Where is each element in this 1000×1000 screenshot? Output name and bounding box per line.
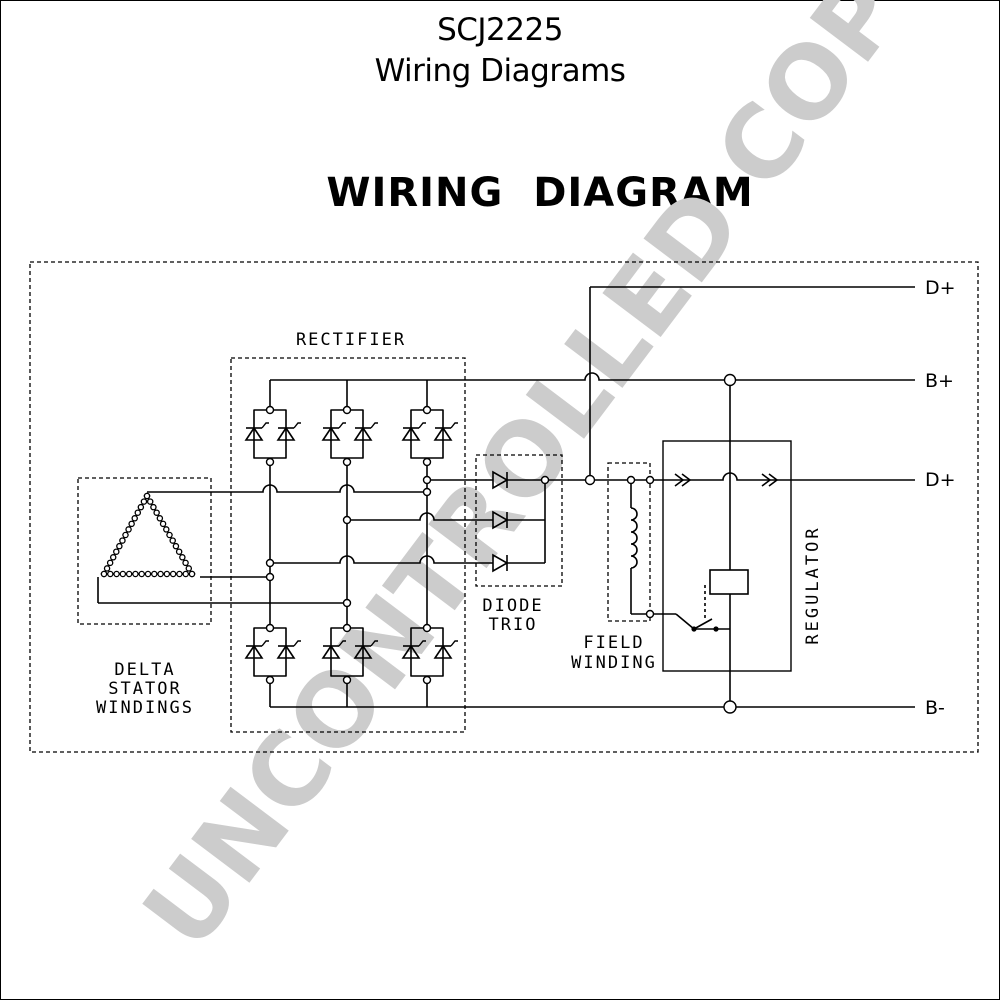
terminal-b-plus: B+ <box>925 370 954 392</box>
field-winding-box <box>607 462 651 622</box>
regulator-box <box>662 440 792 672</box>
stator-label-3: WINDINGS <box>96 698 194 718</box>
part-number-title: SCJ2225 <box>437 12 563 48</box>
stator-label-1: DELTA <box>114 660 175 680</box>
diode-trio-box <box>475 454 563 587</box>
stator-label-2: STATOR <box>108 679 181 699</box>
field-winding-label-2: WINDING <box>571 653 657 673</box>
terminal-d-plus-mid: D+ <box>925 469 956 491</box>
delta-stator-symbol <box>100 492 196 578</box>
diode-trio-label-1: DIODE <box>482 596 543 616</box>
stator-box <box>77 477 212 625</box>
junction-nodes <box>265 373 737 714</box>
terminal-d-plus-top: D+ <box>925 277 956 299</box>
regulator-label: REGULATOR <box>803 525 823 644</box>
switch-contacts <box>691 626 719 632</box>
wiring <box>97 286 915 708</box>
rectifier-label: RECTIFIER <box>296 330 406 350</box>
page-subtitle: Wiring Diagrams <box>374 53 626 89</box>
terminal-b-minus: B- <box>925 697 945 719</box>
diode-trio-label-2: TRIO <box>489 615 538 635</box>
diagram-title: WIRING DIAGRAM <box>326 170 754 216</box>
rectifier-box <box>230 357 466 733</box>
alternator-boundary <box>29 261 979 753</box>
field-winding-label-1: FIELD <box>583 633 644 653</box>
